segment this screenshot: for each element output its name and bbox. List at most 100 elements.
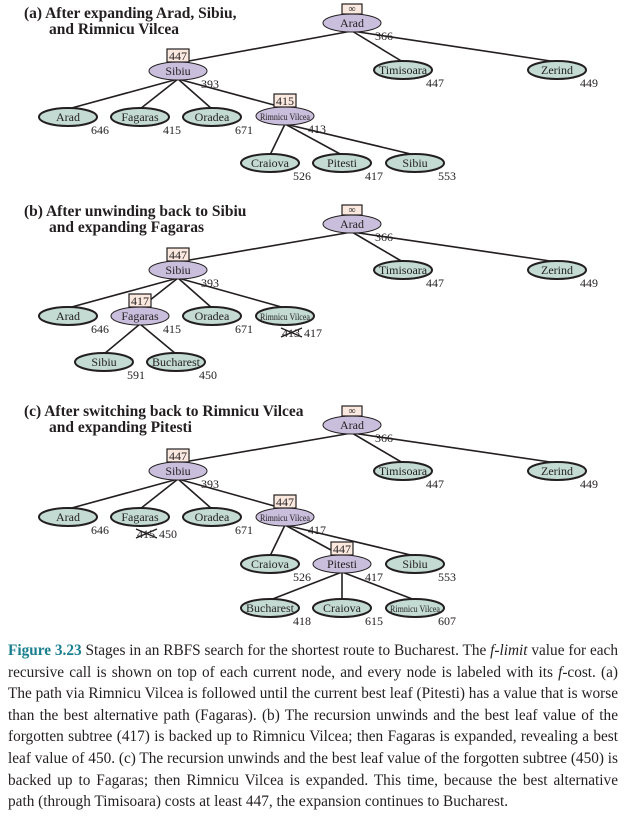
f-limit-value: 447 bbox=[276, 495, 294, 509]
node-label: Craiova bbox=[251, 156, 290, 170]
f-cost: 526 bbox=[293, 169, 311, 183]
tree-nodes: Arad366∞Sibiu393447Timisoara447Zerind449… bbox=[38, 405, 598, 628]
strike-mark bbox=[135, 528, 158, 539]
f-cost: 366 bbox=[375, 29, 393, 43]
tree-edge bbox=[269, 123, 286, 156]
tree-edge bbox=[139, 478, 179, 510]
f-cost: 671 bbox=[235, 322, 253, 336]
node-label: Zerind bbox=[541, 263, 573, 277]
tree-edge bbox=[67, 78, 179, 110]
tree-edges bbox=[67, 30, 558, 156]
tree-edge bbox=[351, 30, 558, 63]
node-label: Rimnicu Vilcea bbox=[260, 112, 310, 122]
f-cost: 447 bbox=[426, 276, 444, 290]
panel-b-title: (b) After unwinding back to Sibiu and ex… bbox=[24, 203, 247, 236]
f-limit-value: 447 bbox=[333, 542, 351, 556]
tree-edge bbox=[351, 231, 404, 263]
tree-edge bbox=[177, 231, 353, 263]
node-ellipse bbox=[240, 598, 300, 618]
node-label: Craiova bbox=[323, 601, 362, 615]
node-label: Fagaras bbox=[121, 110, 159, 124]
node-label: Arad bbox=[340, 418, 364, 432]
node-ellipse bbox=[38, 107, 98, 127]
tree-node-zerind: Zerind 449 bbox=[527, 260, 598, 290]
f-cost: 366 bbox=[375, 230, 393, 244]
node-label: Fagaras bbox=[121, 510, 159, 524]
node-label: Arad bbox=[56, 110, 80, 124]
tree-edge bbox=[177, 478, 286, 510]
tree-node-fagaras: Fagaras415450 bbox=[110, 507, 177, 541]
node-ellipse bbox=[527, 60, 587, 80]
f-limit-box bbox=[166, 48, 190, 63]
f-cost: 417 bbox=[304, 326, 322, 340]
node-label: Arad bbox=[56, 510, 80, 524]
tree-edges bbox=[67, 432, 558, 601]
f-cost: 393 bbox=[201, 77, 219, 91]
f-cost: 413 bbox=[308, 122, 326, 136]
f-limit-box bbox=[330, 541, 354, 556]
f-cost: 447 bbox=[426, 76, 444, 90]
node-label: Sibiu bbox=[91, 355, 116, 369]
node-ellipse bbox=[255, 306, 315, 326]
tree-edge bbox=[139, 78, 179, 110]
tree-edge bbox=[177, 478, 213, 510]
node-label: Bucharest bbox=[246, 601, 295, 615]
node-ellipse bbox=[527, 260, 587, 280]
tree-edge bbox=[177, 78, 213, 110]
node-label: Fagaras bbox=[121, 309, 159, 323]
f-limit-value: 447 bbox=[169, 49, 187, 63]
node-ellipse bbox=[182, 306, 242, 326]
node-label: Sibiu bbox=[165, 464, 190, 478]
node-label: Rimnicu Vilcea bbox=[390, 604, 440, 614]
node-ellipse bbox=[312, 598, 372, 618]
f-cost: 366 bbox=[375, 431, 393, 445]
f-cost: 450 bbox=[159, 527, 177, 541]
node-label: Rimnicu Vilcea bbox=[260, 312, 310, 322]
f-limit-value: ∞ bbox=[348, 205, 355, 216]
f-cost: 415 bbox=[163, 322, 181, 336]
figure-label: Figure 3.23 bbox=[8, 642, 82, 659]
tree-edge bbox=[177, 432, 353, 464]
strike-mark bbox=[280, 327, 303, 338]
node-label: Bucharest bbox=[152, 355, 201, 369]
tree-edge bbox=[177, 78, 286, 109]
f-cost: 646 bbox=[91, 123, 109, 137]
f-limit-box bbox=[273, 494, 297, 509]
f-limit-box bbox=[166, 448, 190, 463]
node-label: Zerind bbox=[541, 464, 573, 478]
f-cost: 449 bbox=[580, 276, 598, 290]
tree-edge bbox=[351, 432, 404, 464]
node-label: Craiova bbox=[251, 557, 290, 571]
caption-segment: f bbox=[490, 642, 495, 659]
f-cost: 646 bbox=[91, 322, 109, 336]
search-trees: Arad366∞Sibiu393447Timisoara447Zerind449… bbox=[38, 3, 598, 628]
node-ellipse bbox=[385, 554, 445, 574]
node-ellipse bbox=[240, 554, 300, 574]
tree-edge bbox=[351, 432, 558, 464]
node-label: Timisoara bbox=[379, 464, 428, 478]
node-ellipse bbox=[312, 153, 372, 173]
tree-edge bbox=[139, 323, 177, 355]
tree-edge bbox=[177, 30, 353, 64]
node-label: Oradea bbox=[195, 510, 230, 524]
node-ellipse bbox=[385, 153, 445, 173]
tree-edge bbox=[269, 524, 286, 557]
node-label: Arad bbox=[340, 16, 364, 30]
f-cost: 449 bbox=[580, 76, 598, 90]
